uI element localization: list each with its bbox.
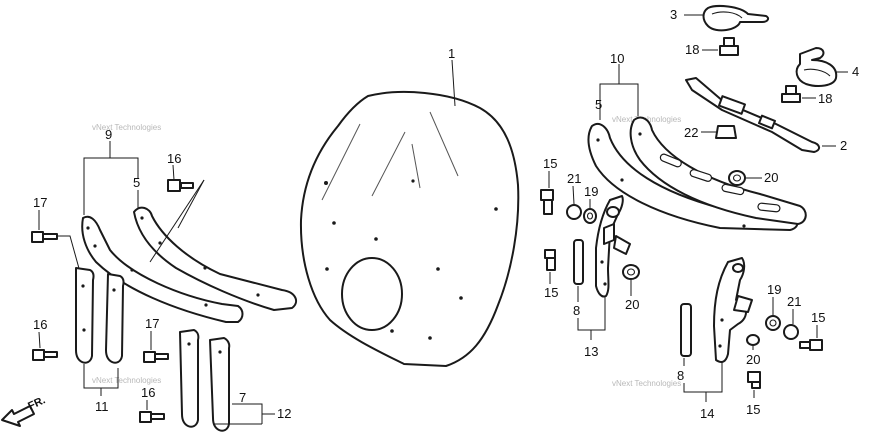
callout-15-upper: 15 (543, 156, 557, 171)
upper-clips: 3 18 4 18 (670, 5, 859, 106)
callout-10: 10 (610, 51, 624, 66)
callout-8-left: 8 (573, 303, 580, 318)
watermark-lower-right: vNext Technologies (612, 379, 681, 388)
callout-7: 7 (239, 390, 246, 405)
callout-22: 22 (684, 125, 698, 140)
callout-17-center: 17 (145, 316, 159, 331)
stay-bar: 2 (685, 77, 847, 153)
callout-2: 2 (840, 138, 847, 153)
callout-16-bottom: 16 (141, 385, 155, 400)
callout-14: 14 (700, 406, 714, 421)
watermark-left: vNext Technologies (92, 123, 161, 132)
callout-19-lower: 19 (767, 282, 781, 297)
nut-20-right: 20 (728, 170, 778, 186)
callout-15-right: 15 (811, 310, 825, 325)
callout-15-lower: 15 (544, 285, 558, 300)
callout-20-upper: 20 (764, 170, 778, 185)
callout-12: 12 (277, 406, 291, 421)
callout-4: 4 (852, 64, 859, 79)
front-direction-arrow: FR. (1, 394, 47, 427)
left-lower-bolts: 16 17 16 (32, 316, 169, 423)
left-garnish-assembly: 9 5 (81, 127, 298, 323)
callout-5-right: 5 (595, 97, 602, 112)
right-garnish-assembly: 10 5 (587, 51, 807, 231)
callout-1: 1 (448, 46, 455, 61)
callout-17-left: 17 (33, 195, 47, 210)
callout-16-lower: 16 (33, 317, 47, 332)
callout-3: 3 (670, 7, 677, 22)
callout-5-left: 5 (133, 175, 140, 190)
nut-22: 22 (684, 125, 737, 140)
callout-9: 9 (105, 127, 112, 142)
callout-18-upper: 18 (685, 42, 699, 57)
callout-15-bottom: 15 (746, 402, 760, 417)
right-bracket-assembly: 8 14 19 21 15 20 15 (677, 257, 825, 421)
callout-16-upper: 16 (167, 151, 181, 166)
fr-label: FR. (26, 394, 47, 412)
callout-11: 11 (95, 399, 109, 414)
callout-19-upper: 19 (584, 184, 598, 199)
watermark-lower-left: vNext Technologies (92, 376, 161, 385)
callout-8-right: 8 (677, 368, 684, 383)
windscreen: 1 (299, 46, 520, 367)
left-upper-bolts: 16 17 (31, 151, 205, 273)
callout-21-upper: 21 (567, 171, 581, 186)
left-seals: 11 7 12 (75, 267, 291, 432)
callout-21-lower: 21 (787, 294, 801, 309)
callout-20-lower: 20 (746, 352, 760, 367)
callout-18-lower: 18 (818, 91, 832, 106)
left-bracket-assembly: 15 21 19 20 15 8 13 (540, 156, 640, 359)
callout-13: 13 (584, 344, 598, 359)
callout-20-left: 20 (625, 297, 639, 312)
